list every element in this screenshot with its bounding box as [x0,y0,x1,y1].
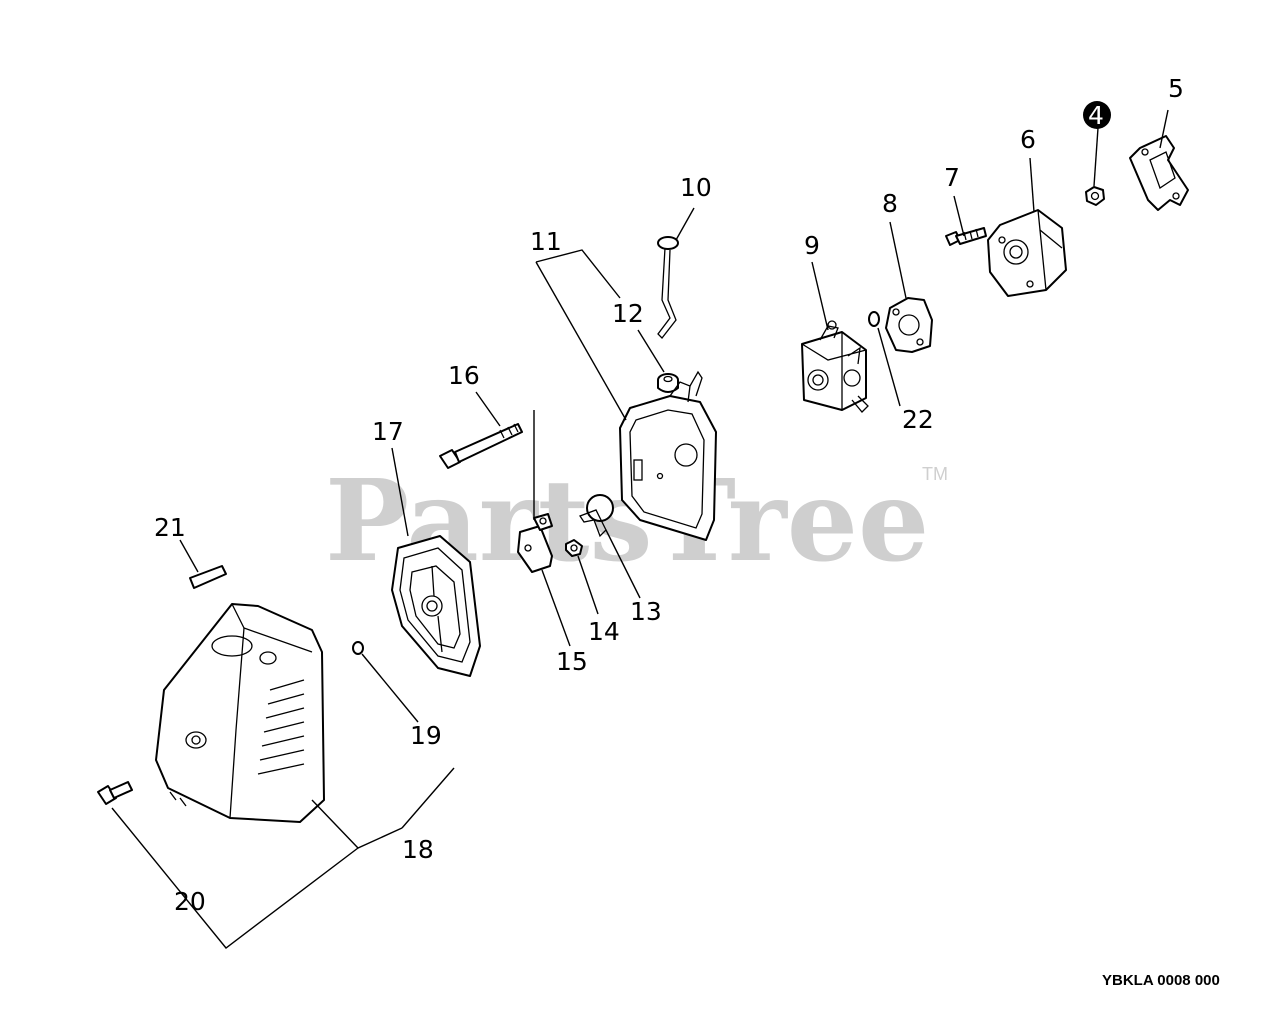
callout-8: 8 [882,189,898,218]
drawing-code: YBKLA 0008 000 [1102,972,1220,989]
leader-lines [111,109,1169,949]
callout-9: 9 [804,231,820,260]
o-ring-19-part [352,641,364,655]
nut-4-part [1085,186,1105,206]
grommet-12-part [657,373,679,393]
callout-4: 4 [1088,101,1104,130]
callout-22: 22 [902,405,934,434]
o-ring-22-part [868,311,880,327]
callout-17: 17 [372,417,404,446]
bolt-16-part [439,410,535,520]
air-cleaner-cover-18-part [155,603,325,823]
callout-15: 15 [556,647,588,676]
choke-rod-10-part [657,236,679,339]
bracket-15-part [517,513,553,573]
callout-19: 19 [410,721,442,750]
gasket-5-part [1129,135,1189,211]
callout-5: 5 [1168,74,1184,103]
callout-4-badge [1083,101,1111,129]
callout-11: 11 [530,227,562,256]
callout-13: 13 [630,597,662,626]
watermark-trademark: TM [922,464,948,484]
bolt-7-part [945,227,987,246]
callouts: 4 5 6 7 8 9 10 11 12 13 14 15 16 17 18 1… [154,74,1184,916]
gasket-8-part [885,297,933,353]
callout-14: 14 [588,617,620,646]
air-cleaner-case-11-part [619,370,717,541]
washer-14-part [565,539,583,557]
callout-12: 12 [612,299,644,328]
carburetor-9-part [801,320,869,413]
callout-10: 10 [680,173,712,202]
callout-6: 6 [1020,125,1036,154]
insulator-6-part [987,209,1067,297]
screw-20-part [97,781,133,805]
callout-18: 18 [402,835,434,864]
air-filter-17-part [391,535,481,677]
callout-7: 7 [944,163,960,192]
callout-20: 20 [174,887,206,916]
label-21-part [189,565,227,589]
choke-plate-13-part [579,494,614,538]
callout-21: 21 [154,513,186,542]
callout-16: 16 [448,361,480,390]
